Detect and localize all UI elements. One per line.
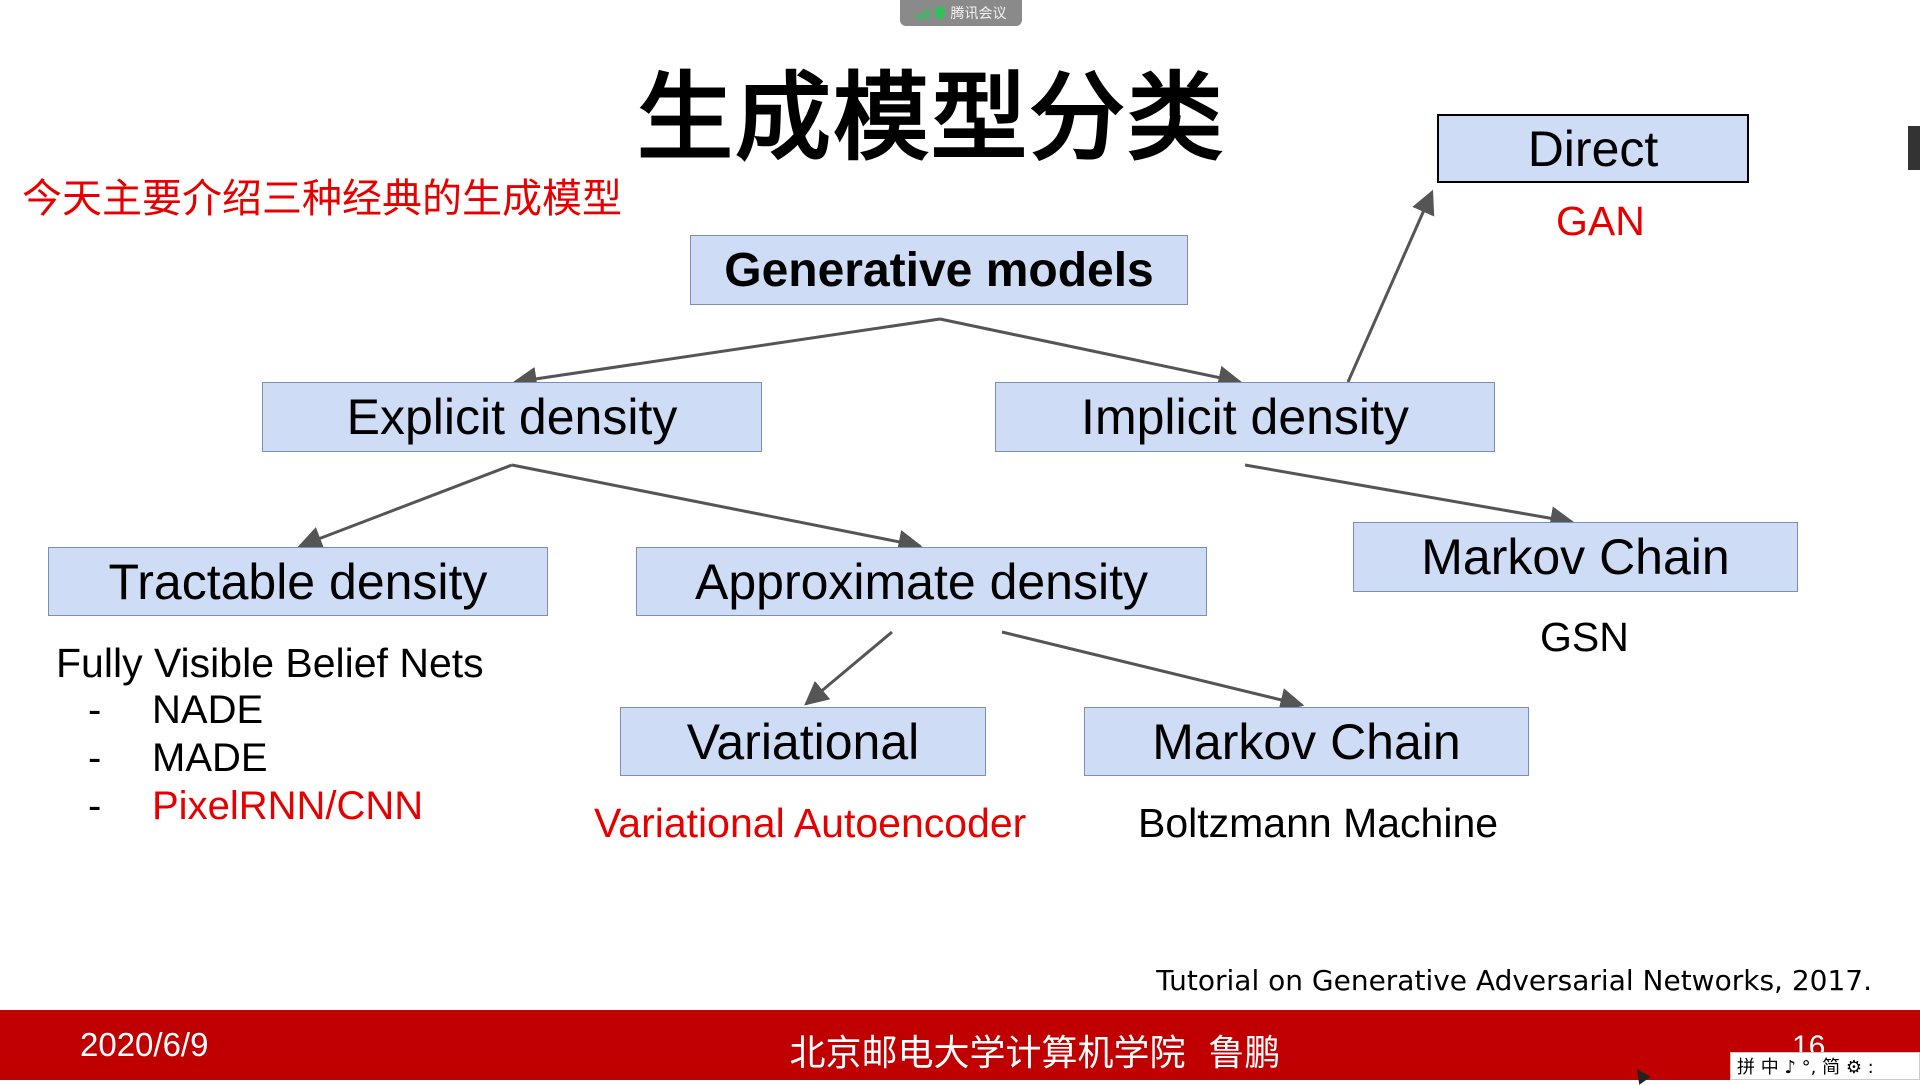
label-fvbn: Fully Visible Belief Nets bbox=[56, 640, 484, 686]
side-handle[interactable] bbox=[1908, 126, 1920, 170]
arrow-implicit-markov bbox=[1244, 463, 1575, 531]
label-gsn: GSN bbox=[1540, 614, 1629, 660]
citation: Tutorial on Generative Adversarial Netwo… bbox=[1156, 964, 1872, 997]
footer-date: 2020/6/9 bbox=[80, 1026, 209, 1063]
list-item-label: NADE bbox=[152, 688, 264, 732]
slide-title: 生成模型分类 bbox=[637, 62, 1225, 174]
node-implicit-density: Implicit density bbox=[995, 382, 1495, 452]
node-markov-chain-implicit: Markov Chain bbox=[1353, 522, 1798, 592]
node-tractable-density: Tractable density bbox=[48, 547, 548, 616]
arrow-approximate-variational bbox=[804, 630, 893, 706]
arrow-approximate-markov bbox=[1001, 630, 1305, 712]
list-item: - MADE bbox=[88, 736, 268, 781]
footer-institution: 北京邮电大学计算机学院 鲁鹏 bbox=[789, 1033, 1281, 1074]
label-vae: Variational Autoencoder bbox=[594, 800, 1027, 846]
list-dash: - bbox=[88, 688, 102, 732]
meeting-indicator[interactable]: 腾讯会议 bbox=[900, 0, 1022, 26]
node-variational: Variational bbox=[620, 707, 986, 776]
arrow-root-explicit bbox=[512, 317, 941, 391]
node-markov-chain-approx: Markov Chain bbox=[1084, 707, 1529, 776]
node-explicit-density: Explicit density bbox=[262, 382, 762, 452]
list-item: - NADE bbox=[88, 688, 263, 733]
list-item-label: PixelRNN/CNN bbox=[152, 784, 424, 828]
slide-subtitle: 今天主要介绍三种经典的生成模型 bbox=[22, 176, 622, 222]
ime-toolbar[interactable]: 拼 中 ♪ °, 简 ⚙ : bbox=[1730, 1052, 1920, 1080]
node-direct: Direct bbox=[1437, 114, 1749, 183]
list-dash: - bbox=[88, 784, 102, 828]
node-generative-models: Generative models bbox=[690, 235, 1188, 305]
label-boltzmann: Boltzmann Machine bbox=[1138, 800, 1499, 846]
list-item-label: MADE bbox=[152, 736, 268, 780]
node-approximate-density: Approximate density bbox=[636, 547, 1207, 616]
footer-bar bbox=[0, 1010, 1920, 1080]
ime-toolbar-text[interactable]: 拼 中 ♪ °, 简 ⚙ : bbox=[1737, 1057, 1874, 1078]
shield-icon bbox=[934, 7, 945, 19]
list-item: - PixelRNN/CNN bbox=[88, 784, 423, 829]
signal-icon bbox=[915, 7, 929, 19]
arrow-explicit-approximate bbox=[511, 463, 923, 554]
arrow-root-implicit bbox=[939, 317, 1243, 390]
label-gan: GAN bbox=[1556, 198, 1645, 244]
arrow-implicit-direct bbox=[1346, 189, 1435, 383]
meeting-label: 腾讯会议 bbox=[950, 5, 1007, 21]
arrow-explicit-tractable bbox=[297, 463, 513, 550]
list-dash: - bbox=[88, 736, 102, 780]
